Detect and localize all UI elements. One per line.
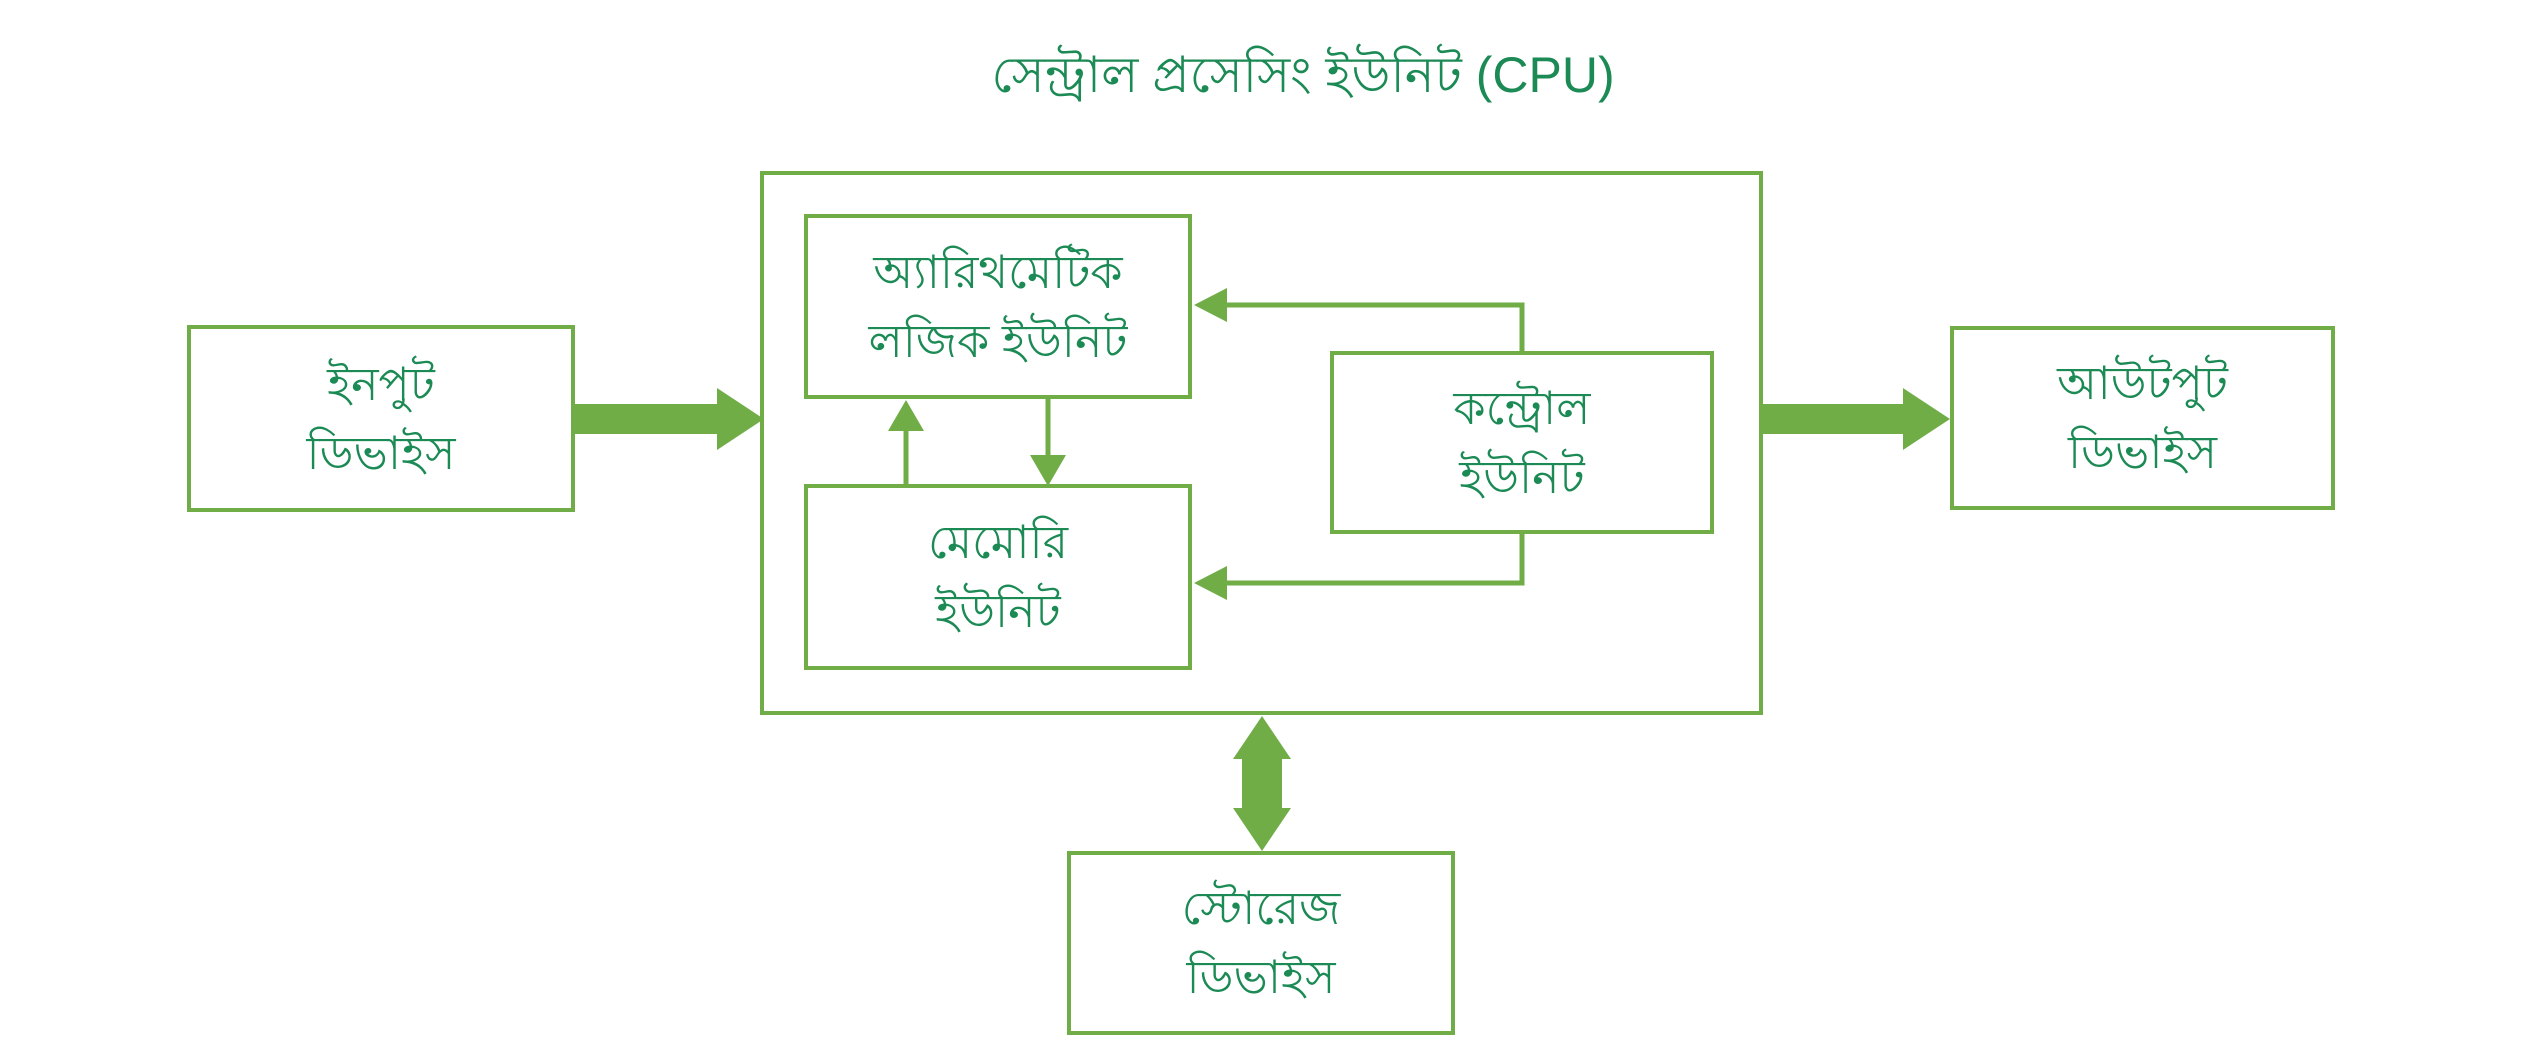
control-unit-box: কন্ট্রোল ইউনিট: [1330, 351, 1714, 534]
diagram-title: সেন্ট্রাল প্রসেসিং ইউনিট (CPU): [991, 47, 1615, 103]
cpu-to-output-arrow: [1763, 388, 1950, 450]
memory-unit-label-line1: মেমোরি: [927, 516, 1069, 568]
input-device-label-line2: ডিভাইস: [306, 426, 456, 479]
storage-device-label-line2: ডিভাইস: [1186, 951, 1336, 1003]
memory-unit-label-line2: ইউনিট: [935, 585, 1061, 637]
alu-label-line2: লজিক ইউনিট: [868, 314, 1128, 367]
output-device-label-line1: আউটপুট: [2057, 357, 2228, 409]
input-device-label-line1: ইনপুট: [327, 357, 435, 410]
control-unit-label-line1: কন্ট্রোল: [1453, 381, 1591, 434]
storage-device-label-line1: স্টোরেজ: [1181, 882, 1341, 934]
control-unit-label-line2: ইউনিট: [1459, 450, 1585, 503]
output-device-box: আউটপুট ডিভাইস: [1950, 326, 2335, 510]
alu-label-line1: অ্যারিথমেটিক: [873, 245, 1123, 298]
arithmetic-logic-unit-box: অ্যারিথমেটিক লজিক ইউনিট: [804, 214, 1192, 399]
storage-device-box: স্টোরেজ ডিভাইস: [1067, 851, 1455, 1035]
memory-unit-box: মেমোরি ইউনিট: [804, 484, 1192, 670]
cpu-storage-arrow: [1233, 716, 1291, 851]
input-device-box: ইনপুট ডিভাইস: [187, 325, 575, 512]
output-device-label-line2: ডিভাইস: [2068, 426, 2217, 478]
input-to-cpu-arrow: [573, 388, 764, 450]
